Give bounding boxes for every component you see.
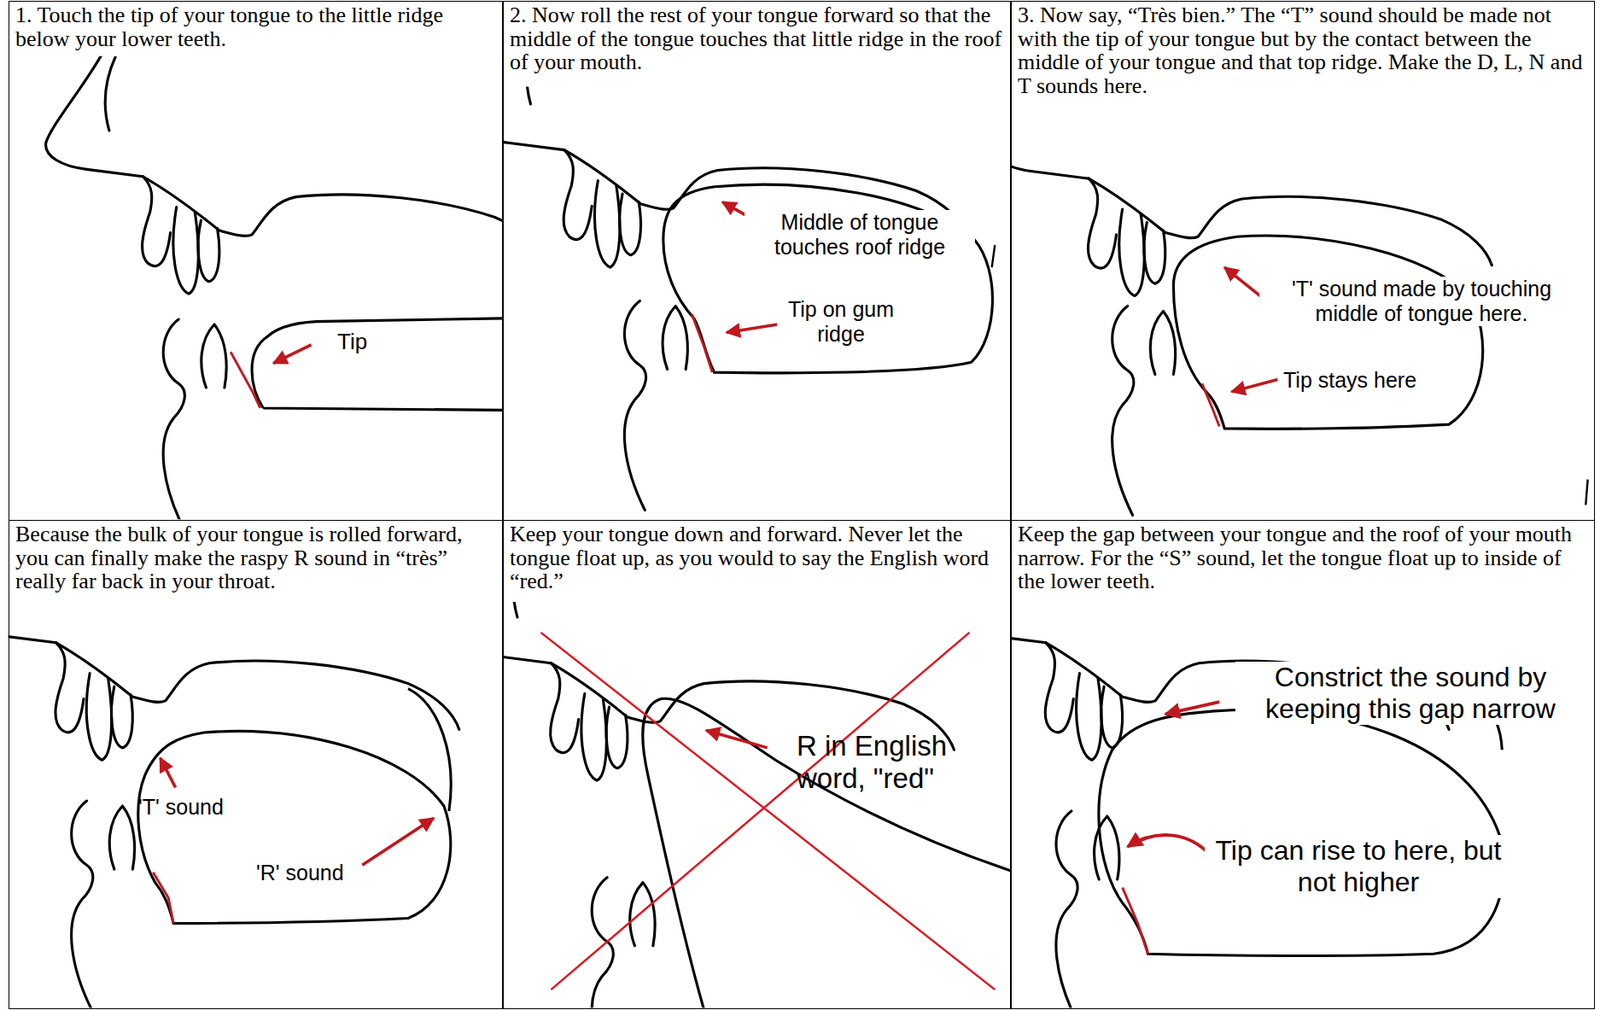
panel-art [8,601,460,1009]
instruction-panel: Because the bulk of your tongue is rolle… [8,519,503,1010]
step-caption: 3. Now say, “Très bien.” The “T” sound s… [1011,1,1595,100]
leader-arrow [706,730,768,748]
lower-jaw [591,877,655,1009]
callout-label: Middle of tongue touches roof ridge [744,210,976,260]
step-caption: Keep your tongue down and forward. Never… [503,520,1011,596]
upper-mouth [8,601,460,760]
panel-art [502,601,1011,1009]
callout-label: 'T' sound made by touching middle of ton… [1259,276,1584,327]
panel-art [46,56,504,520]
tongue [1173,235,1483,429]
red-guide-line [1122,887,1149,955]
tongue [251,318,503,411]
cross-out [540,632,995,990]
tongue [663,184,993,374]
leader-arrow [362,817,434,865]
upper-mouth [1010,137,1492,296]
panel-art [1010,137,1588,515]
edge-tick [992,245,996,268]
lower-jaw [1056,811,1120,1009]
callout-label: 'T' sound [138,794,275,820]
red-guide-line [152,872,174,924]
step-caption: 2. Now roll the rest of your tongue forw… [503,1,1011,76]
curved-arrow [1127,835,1207,852]
tongue [1098,709,1504,956]
soft-palate [408,689,451,812]
leader-arrow [273,344,311,364]
red-guide-line [1202,383,1220,427]
lower-jaw [163,319,227,520]
step-caption: Because the bulk of your tongue is rolle… [9,520,503,596]
instruction-panel: 2. Now roll the rest of your tongue forw… [502,0,1011,521]
instruction-panel: Keep your tongue down and forward. Never… [502,519,1011,1010]
step-caption: 1. Touch the tip of your tongue to the l… [9,1,503,53]
tongue [138,730,451,923]
tongue [642,698,1012,1008]
panel-art [502,87,995,511]
red-guide-line [691,314,713,373]
callout-label: Tip can rise to here, but not higher [1204,835,1513,899]
instruction-panel: 3. Now say, “Très bien.” The “T” sound s… [1010,0,1595,521]
step-caption: Keep the gap between your tongue and the… [1011,520,1595,596]
lower-jaw [71,800,135,1009]
callout-label: 'R' sound [256,860,393,886]
callout-label: Tip stays here [1283,367,1455,393]
leader-arrow [1165,701,1220,714]
lower-jaw [624,301,688,511]
callout-label: Tip [337,329,406,356]
leader-arrow [1224,267,1261,296]
leader-arrow [1232,379,1279,392]
instruction-panel: 1. Touch the tip of your tongue to the l… [8,0,503,521]
upper-mouth [46,56,504,294]
leader-arrow [726,324,778,333]
red-guide-line [230,351,261,409]
edge-tick [1585,479,1588,506]
leader-arrow [160,758,176,789]
instruction-panel: Keep the gap between your tongue and the… [1010,519,1595,1010]
callout-label: R in English word, "red" [796,729,1011,795]
callout-label: Tip on gum ridge [776,297,906,347]
callout-label: Constrict the sound by keeping this gap … [1235,661,1586,725]
lower-jaw [1112,305,1176,515]
